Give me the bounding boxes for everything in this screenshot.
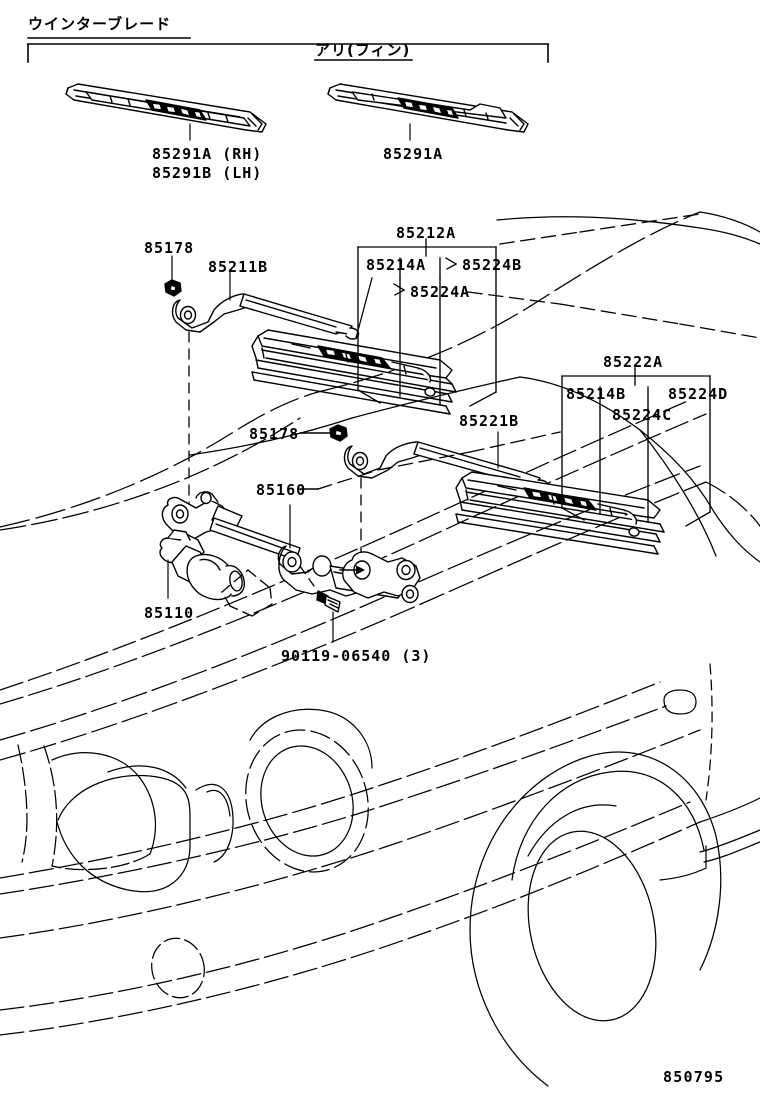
wiper-arm-nut-upper-art	[164, 255, 182, 297]
wiper-motor-art	[159, 529, 273, 617]
bolt-art	[299, 565, 341, 643]
wiper-arm-driver-art	[171, 271, 360, 506]
callout-clip-a: 85224A	[410, 283, 471, 301]
callout-blade-asm-b: 85222A	[603, 353, 664, 371]
callout-clip-b: 85224B	[462, 256, 523, 274]
sheet-subtitle: アリ(フィン)	[315, 41, 411, 59]
callout-linkage: 85160	[256, 481, 307, 499]
wiper-blade-assembly-passenger-art	[455, 471, 665, 555]
callout-nut-lower: 85178	[249, 425, 300, 443]
page-code: 850795	[663, 1068, 725, 1086]
callout-clip-d: 85224D	[668, 385, 729, 403]
callout-blade-rh-lh: 85291A (RH) 85291B (LH)	[152, 145, 262, 183]
wiper-link-assembly-art	[161, 491, 421, 604]
callout-nut-upper: 85178	[144, 239, 195, 257]
callout-bolt-3: 90119-06540 (3)	[281, 647, 432, 665]
sheet-title: ウインターブレード	[28, 15, 172, 33]
wiper-arm-nut-lower-art	[299, 424, 348, 442]
winter-blade-fin-art	[327, 83, 529, 141]
winter-blade-rh-art	[65, 83, 267, 141]
callout-arm-pass: 85221B	[459, 412, 520, 430]
callout-arm-driver: 85211B	[208, 258, 269, 276]
callout-line-1: 85291A (RH)	[152, 145, 263, 163]
callout-motor: 85110	[144, 604, 195, 622]
callout-blade-fin: 85291A	[383, 145, 444, 163]
wiper-blade-assembly-driver-art	[251, 329, 457, 415]
callout-line-2: 85291B (LH)	[152, 164, 263, 182]
callout-clip-c: 85224C	[612, 406, 673, 424]
callout-rubber-b: 85214B	[566, 385, 627, 403]
callout-blade-asm-a: 85212A	[396, 224, 457, 242]
callout-rubber-a: 85214A	[366, 256, 427, 274]
